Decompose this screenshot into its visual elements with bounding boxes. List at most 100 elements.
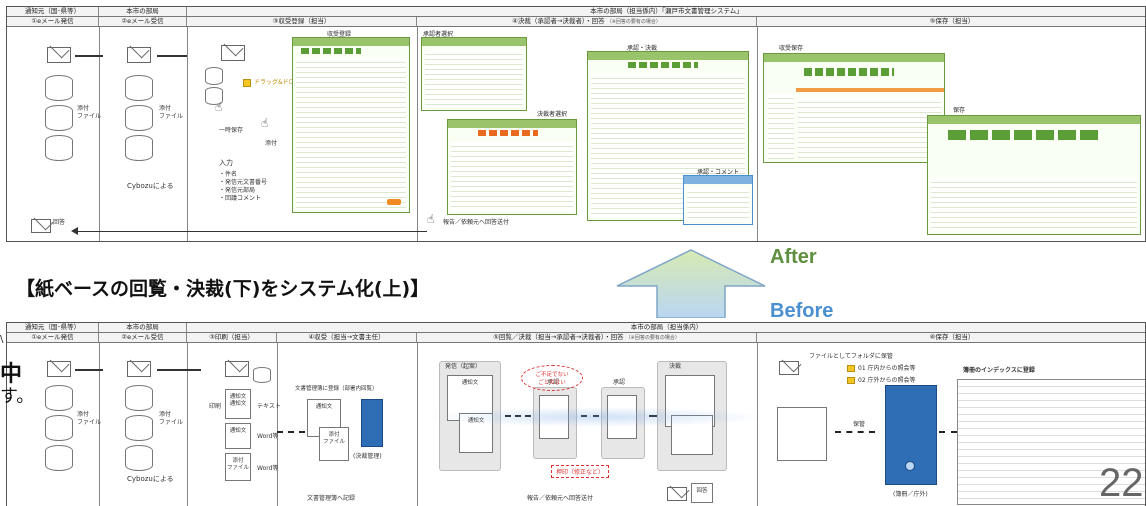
flow-arrow-dashed bbox=[505, 415, 531, 417]
after-col-divider bbox=[757, 27, 758, 241]
hand-cursor-icon: ☝ bbox=[427, 212, 435, 226]
database-icon bbox=[125, 75, 153, 101]
paper-doc: 添付 ファイル bbox=[225, 453, 251, 481]
after-step-4-label: ④決裁（承認者→決裁者）・回答 bbox=[512, 17, 605, 25]
paper-doc: 通知文 bbox=[459, 413, 493, 453]
screen-buttons bbox=[628, 62, 698, 68]
flow-arrow bbox=[157, 369, 201, 371]
screen-bar bbox=[422, 38, 526, 46]
before-step-3: ③印刷（担当） bbox=[187, 333, 277, 342]
before-header-unit: 本市の部局（担当係内） bbox=[187, 323, 1145, 332]
database-icon bbox=[125, 415, 153, 441]
screen-rows bbox=[768, 94, 794, 159]
seal-note: 押印（修正など） bbox=[551, 465, 610, 478]
before-step-5-label: ⑤回覧／決裁（担当→承認者→決裁者）・回答 bbox=[493, 333, 624, 341]
before-header-top: 通知元（国･県等） 本市の部局 本市の部局（担当係内） bbox=[7, 323, 1145, 333]
screen-bar bbox=[448, 120, 576, 128]
email-envelope-icon bbox=[47, 361, 71, 377]
before-step-5: ⑤回覧／決裁（担当→承認者→決裁者）・回答 （※回答の要有の場合） bbox=[417, 333, 757, 342]
email-envelope-icon bbox=[47, 47, 71, 63]
after-col-divider bbox=[417, 27, 418, 241]
database-icon bbox=[125, 105, 153, 131]
index-label: 簿冊のインデックスに登録 bbox=[963, 367, 1035, 374]
reply-bottom-label: 報告／依頼元へ回答送付 bbox=[527, 495, 594, 502]
circulation-label: 発信（起案） bbox=[445, 363, 482, 370]
email-envelope-icon bbox=[221, 45, 245, 61]
screen-rows bbox=[687, 188, 749, 221]
binder-icon bbox=[361, 399, 383, 447]
screen-bar bbox=[293, 38, 409, 46]
email-envelope-icon bbox=[779, 361, 799, 375]
print-label: 印刷 bbox=[209, 403, 222, 410]
email-envelope-icon bbox=[225, 361, 249, 377]
after-before-arrow bbox=[615, 248, 767, 319]
after-step-4-note: （※回答の要有の場合） bbox=[606, 19, 661, 25]
before-header-dept: 本市の部局 bbox=[99, 323, 187, 332]
before-step-5-note: （※回答の要有の場合） bbox=[625, 335, 680, 341]
database-icon bbox=[253, 367, 271, 383]
flow-arrow-dashed bbox=[939, 431, 957, 433]
screen-rows bbox=[798, 98, 941, 159]
return-arrow-head bbox=[71, 227, 78, 235]
before-col-divider bbox=[277, 343, 278, 506]
store-label: 保管 bbox=[853, 421, 866, 428]
database-icon bbox=[125, 135, 153, 161]
database-icon bbox=[205, 67, 223, 85]
binder-label: (簿冊／庁外) bbox=[893, 491, 928, 498]
attached-file-label: 添付 ファイル bbox=[77, 411, 102, 426]
after-col-divider bbox=[99, 27, 100, 241]
paper-doc bbox=[671, 415, 713, 455]
before-step-2: ②eメール受信 bbox=[99, 333, 187, 342]
after-header-source: 通知元（国･県等） bbox=[7, 7, 99, 16]
storage-screenshot bbox=[763, 53, 945, 163]
screen-bar bbox=[684, 176, 752, 184]
approval2-label: 承認 bbox=[613, 379, 626, 386]
drag-item-label: ドラッグ&ドロップ bbox=[254, 79, 307, 86]
storage-list-title: 保存 bbox=[953, 107, 966, 114]
input-item: ・件名 bbox=[219, 171, 238, 178]
screen-bar bbox=[764, 54, 944, 62]
folder-icon bbox=[847, 365, 855, 372]
after-header-system: 本市の部局（担当係内）「瀬戸市文書管理システム」 bbox=[187, 7, 1145, 16]
attach-label: 添付 bbox=[265, 140, 278, 147]
folder-item-label: 02 庁外からの照会等 bbox=[858, 377, 916, 384]
approval-screenshot bbox=[587, 51, 749, 221]
database-icon bbox=[125, 385, 153, 411]
flow-arrow-dashed bbox=[277, 431, 305, 433]
folder-item-label: 01 庁内からの照会等 bbox=[858, 365, 916, 372]
index-sheet bbox=[957, 379, 1145, 505]
before-col-divider bbox=[757, 343, 758, 506]
database-icon bbox=[205, 87, 223, 105]
hand-cursor-icon: ☝ bbox=[215, 100, 223, 114]
paper-doc: 添付ファイル bbox=[319, 427, 349, 461]
decider-select-screenshot bbox=[447, 119, 577, 215]
database-icon bbox=[45, 385, 73, 411]
screen-buttons bbox=[478, 130, 538, 136]
input-title: 入力 bbox=[219, 159, 233, 167]
section-heading: 【紙ベースの回覧・決裁(下)をシステム化(上)】 bbox=[16, 278, 430, 300]
screen-rows bbox=[451, 142, 573, 211]
flow-arrow bbox=[157, 55, 187, 57]
after-flow-diagram: 通知元（国･県等） 本市の部局 本市の部局（担当係内）「瀬戸市文書管理システム」… bbox=[6, 6, 1146, 242]
receive-screen-title: 収受登録 bbox=[327, 31, 352, 38]
paper-doc bbox=[777, 407, 827, 461]
after-step-1: ①eメール発信 bbox=[7, 17, 99, 26]
after-header-steps: ①eメール発信 ②eメール受信 ③収受登録（担当） ④決裁（承認者→決裁者）・回… bbox=[7, 17, 1145, 27]
before-flow-diagram: 通知元（国･県等） 本市の部局 本市の部局（担当係内） ①eメール発信 ②eメー… bbox=[6, 322, 1146, 506]
approval-comment-screenshot bbox=[683, 175, 753, 225]
input-item: ・発信元文書番号 bbox=[219, 179, 268, 186]
cybozu-label: Cybozuによる bbox=[127, 182, 174, 190]
receive-registration-screenshot bbox=[292, 37, 410, 213]
return-line bbox=[77, 231, 427, 232]
save-folder-label: ファイルとしてフォルダに保管 bbox=[809, 353, 893, 360]
after-col-divider bbox=[187, 27, 188, 241]
input-item: ・回議コメント bbox=[219, 195, 262, 202]
reply-doc: 回答 bbox=[691, 483, 713, 503]
after-label: After bbox=[770, 246, 817, 268]
approval-comment-title: 承認・コメント bbox=[697, 169, 740, 176]
attached-file-label: 添付 ファイル bbox=[159, 411, 184, 426]
register-label: 文書管理簿に登録（部署内回覧） bbox=[295, 386, 378, 392]
storage-title: 収受保存 bbox=[779, 45, 804, 52]
email-envelope-icon bbox=[127, 361, 151, 377]
paper-doc: 通知文 通知文 bbox=[225, 389, 251, 419]
